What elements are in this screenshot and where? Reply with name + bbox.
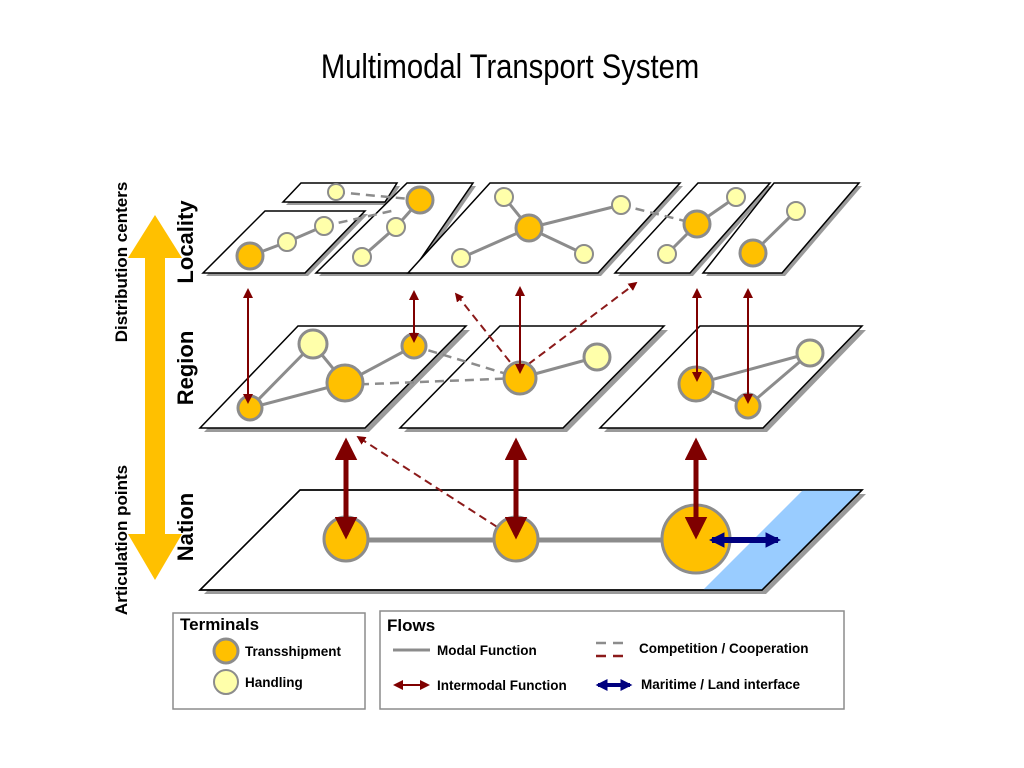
transshipment-node [514,213,544,243]
handling-node [574,244,594,264]
terminals-legend: Terminals Transshipment Handling [172,612,366,710]
nation-label: Nation [173,493,198,561]
flows-heading: Flows [387,616,435,635]
transshipment-legend-label: Transshipment [245,644,342,659]
handling-node [726,187,746,207]
transshipment-node [236,394,264,422]
modal-legend-label: Modal Function [437,643,537,658]
handling-node [386,217,406,237]
handling-node [611,195,631,215]
transshipment-node [235,241,265,271]
intermodal-dashed-links [356,281,638,535]
handling-node [327,183,345,201]
handling-node [314,216,334,236]
distribution-centers-label: Distribution centers [112,182,131,343]
transshipment-node [738,238,768,268]
terminals-heading: Terminals [180,615,259,634]
vertical-double-arrow [128,215,182,580]
intermodal-vertical-links [243,286,753,540]
handling-node [795,338,825,368]
transshipment-legend-icon [212,637,240,665]
competition-legend-label: Competition / Cooperation [639,641,809,656]
transshipment-node [325,363,365,403]
handling-node [297,328,329,360]
articulation-points-label: Articulation points [112,465,131,615]
flows-legend: Flows Modal Function Intermodal Function… [379,610,845,710]
maritime-area [703,490,862,590]
handling-node [582,342,612,372]
handling-node [657,244,677,264]
transshipment-node [405,185,435,215]
handling-legend-label: Handling [245,675,303,690]
handling-node [494,187,514,207]
diagram-title: Multimodal Transport System [321,47,699,86]
handling-node [451,248,471,268]
handling-legend-icon [213,669,239,695]
handling-node [277,232,297,252]
handling-node [786,201,806,221]
maritime-legend-label: Maritime / Land interface [641,677,801,692]
locality-label: Locality [173,200,198,284]
intermodal-legend-label: Intermodal Function [437,678,567,693]
handling-node [352,247,372,267]
transshipment-node [682,209,712,239]
region-label: Region [173,331,198,406]
